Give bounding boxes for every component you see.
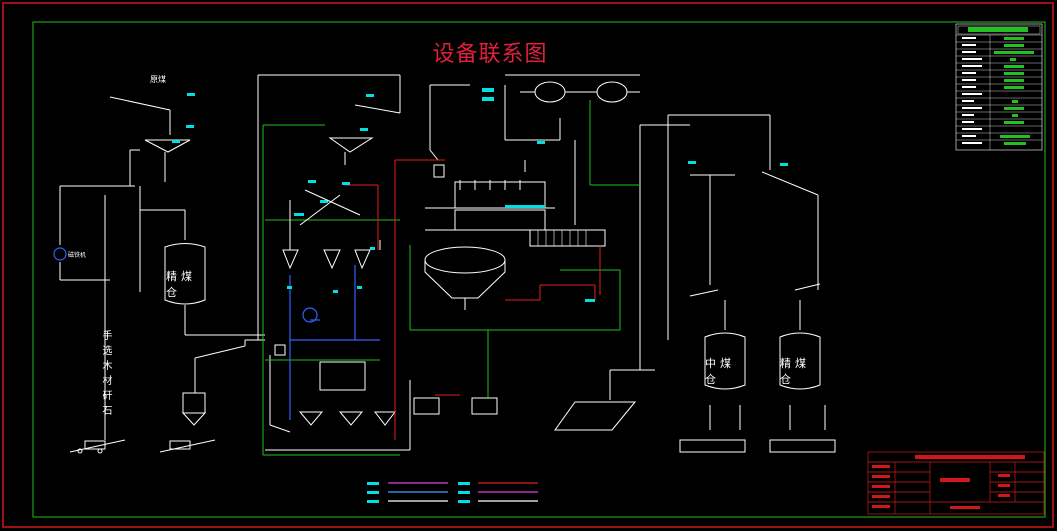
- title-block: [867, 451, 1045, 515]
- middling-bin-label: 中煤仓: [705, 357, 735, 386]
- blue-lines: [53, 247, 380, 420]
- fine-coal-bin-2-label: 精煤仓: [780, 357, 810, 386]
- cyan-tags: [172, 88, 788, 302]
- green-lines: [262, 100, 640, 456]
- legend: [367, 482, 538, 503]
- magnet-label: 磁铁机: [68, 252, 87, 259]
- manual-picking-label: 手选木材矸石: [100, 330, 111, 420]
- red-lines: [345, 159, 601, 440]
- equipment-list-table: [955, 23, 1043, 151]
- raw-coal-label: 原煤: [150, 75, 166, 84]
- diagram-title: 设备联系图: [432, 42, 548, 67]
- fine-coal-bin-label: 精煤仓: [166, 270, 196, 299]
- flow-lines: [59, 74, 836, 454]
- inner-frame: [32, 21, 1046, 518]
